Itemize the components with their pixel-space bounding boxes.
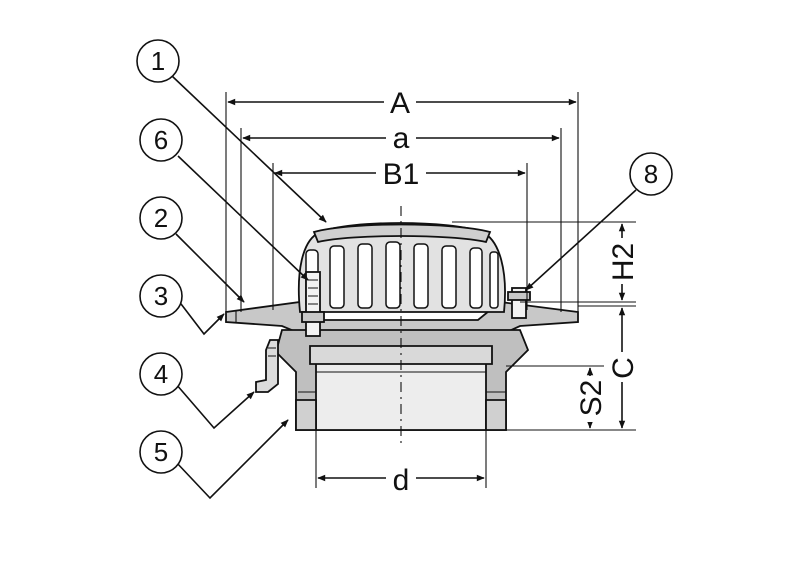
svg-text:1: 1 — [151, 46, 165, 76]
callout-3: 3 — [139, 274, 183, 318]
dim-A-label: A — [390, 87, 410, 120]
bolt-left — [301, 271, 325, 337]
leaf-guard — [297, 222, 506, 313]
svg-text:4: 4 — [154, 359, 168, 389]
callout-1: 1 — [136, 39, 180, 83]
dim-C-label: C — [607, 357, 640, 379]
callout-8: 8 — [629, 152, 673, 196]
callout-2: 2 — [139, 196, 183, 240]
callout-6: 6 — [139, 118, 183, 162]
svg-text:8: 8 — [644, 159, 658, 189]
dim-H2-label: H2 — [607, 243, 640, 281]
leader-lines — [171, 75, 637, 500]
callout-4: 4 — [139, 352, 183, 396]
callout-5: 5 — [139, 430, 183, 474]
dim-d-label: d — [393, 464, 410, 497]
svg-text:2: 2 — [154, 203, 168, 233]
spigot — [295, 399, 317, 431]
dim-a-label: a — [393, 122, 410, 155]
svg-text:6: 6 — [154, 125, 168, 155]
dim-S2-label: S2 — [575, 380, 608, 417]
leaf-guard-slots — [305, 241, 499, 309]
dimension-labels: A a B1 d H2 C S2 — [376, 86, 640, 497]
svg-text:5: 5 — [154, 437, 168, 467]
svg-text:3: 3 — [154, 281, 168, 311]
dim-B1-label: B1 — [383, 158, 420, 191]
side-connector — [255, 339, 279, 393]
bolt-right — [507, 287, 531, 319]
